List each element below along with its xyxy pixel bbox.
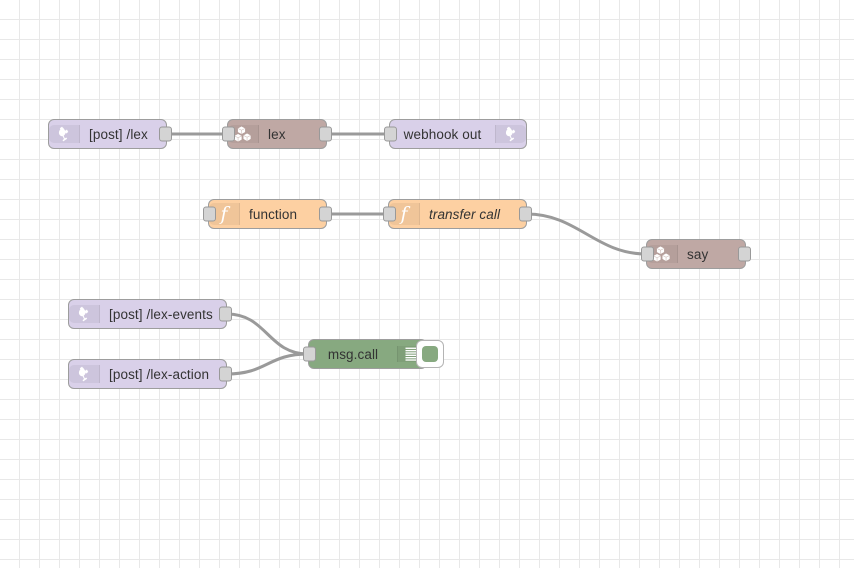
node-http-in-lex[interactable]: [post] /lex [48, 119, 172, 149]
node-output-port[interactable] [219, 366, 232, 382]
plug-icon [69, 365, 100, 383]
node-body: webhook out [390, 120, 526, 148]
node-output-port[interactable] [519, 206, 532, 222]
function-f-icon: f [389, 203, 420, 225]
plug-icon [495, 125, 526, 143]
node-label: lex [268, 126, 286, 142]
node-label: transfer call [429, 206, 501, 222]
node-output-port[interactable] [159, 126, 172, 142]
node-label: say [687, 246, 709, 262]
node-label: function [249, 206, 298, 222]
node-body: msg.call [309, 340, 426, 368]
node-input-port[interactable] [303, 346, 316, 362]
node-body: [post] /lex-action [69, 360, 226, 388]
node-label: [post] /lex-action [109, 366, 210, 382]
node-http-response[interactable]: webhook out [384, 119, 527, 149]
node-function-transfer-call[interactable]: f transfer call [383, 199, 532, 229]
node-http-in-lex-action[interactable]: [post] /lex-action [68, 359, 232, 389]
wire-http-in-lex-action-to-debug-msg-call[interactable] [225, 352, 310, 376]
aws-cubes-icon [228, 125, 259, 143]
node-output-port[interactable] [738, 246, 751, 262]
debug-toggle-button[interactable] [416, 340, 444, 368]
node-body: f transfer call [389, 200, 526, 228]
aws-cubes-icon [647, 245, 678, 263]
plug-icon [69, 305, 100, 323]
node-input-port[interactable] [641, 246, 654, 262]
node-output-port[interactable] [219, 306, 232, 322]
node-debug-msg-call[interactable]: msg.call [303, 339, 444, 369]
node-http-in-lex-events[interactable]: [post] /lex-events [68, 299, 232, 329]
node-input-port[interactable] [383, 206, 396, 222]
node-label: [post] /lex [89, 126, 148, 142]
node-function-1[interactable]: f function [203, 199, 332, 229]
svg-text:f: f [218, 203, 230, 225]
node-body: [post] /lex [49, 120, 166, 148]
node-body: f function [209, 200, 326, 228]
node-input-port[interactable] [222, 126, 235, 142]
node-output-port[interactable] [319, 206, 332, 222]
node-body: lex [228, 120, 326, 148]
wire-http-in-lex-events-to-debug-msg-call[interactable] [225, 312, 310, 356]
debug-toggle-indicator [422, 346, 438, 362]
svg-text:f: f [398, 203, 410, 225]
node-body: [post] /lex-events [69, 300, 226, 328]
node-input-port[interactable] [203, 206, 216, 222]
node-aws-lex[interactable]: lex [222, 119, 332, 149]
node-body: say [647, 240, 745, 268]
node-label: msg.call [327, 346, 379, 362]
node-label: [post] /lex-events [109, 306, 213, 322]
node-aws-say[interactable]: say [641, 239, 751, 269]
node-label: webhook out [403, 126, 482, 142]
function-f-icon: f [209, 203, 240, 225]
node-input-port[interactable] [384, 126, 397, 142]
node-output-port[interactable] [319, 126, 332, 142]
plug-icon [49, 125, 80, 143]
wire-function-transfer-call-to-aws-say[interactable] [525, 212, 648, 256]
